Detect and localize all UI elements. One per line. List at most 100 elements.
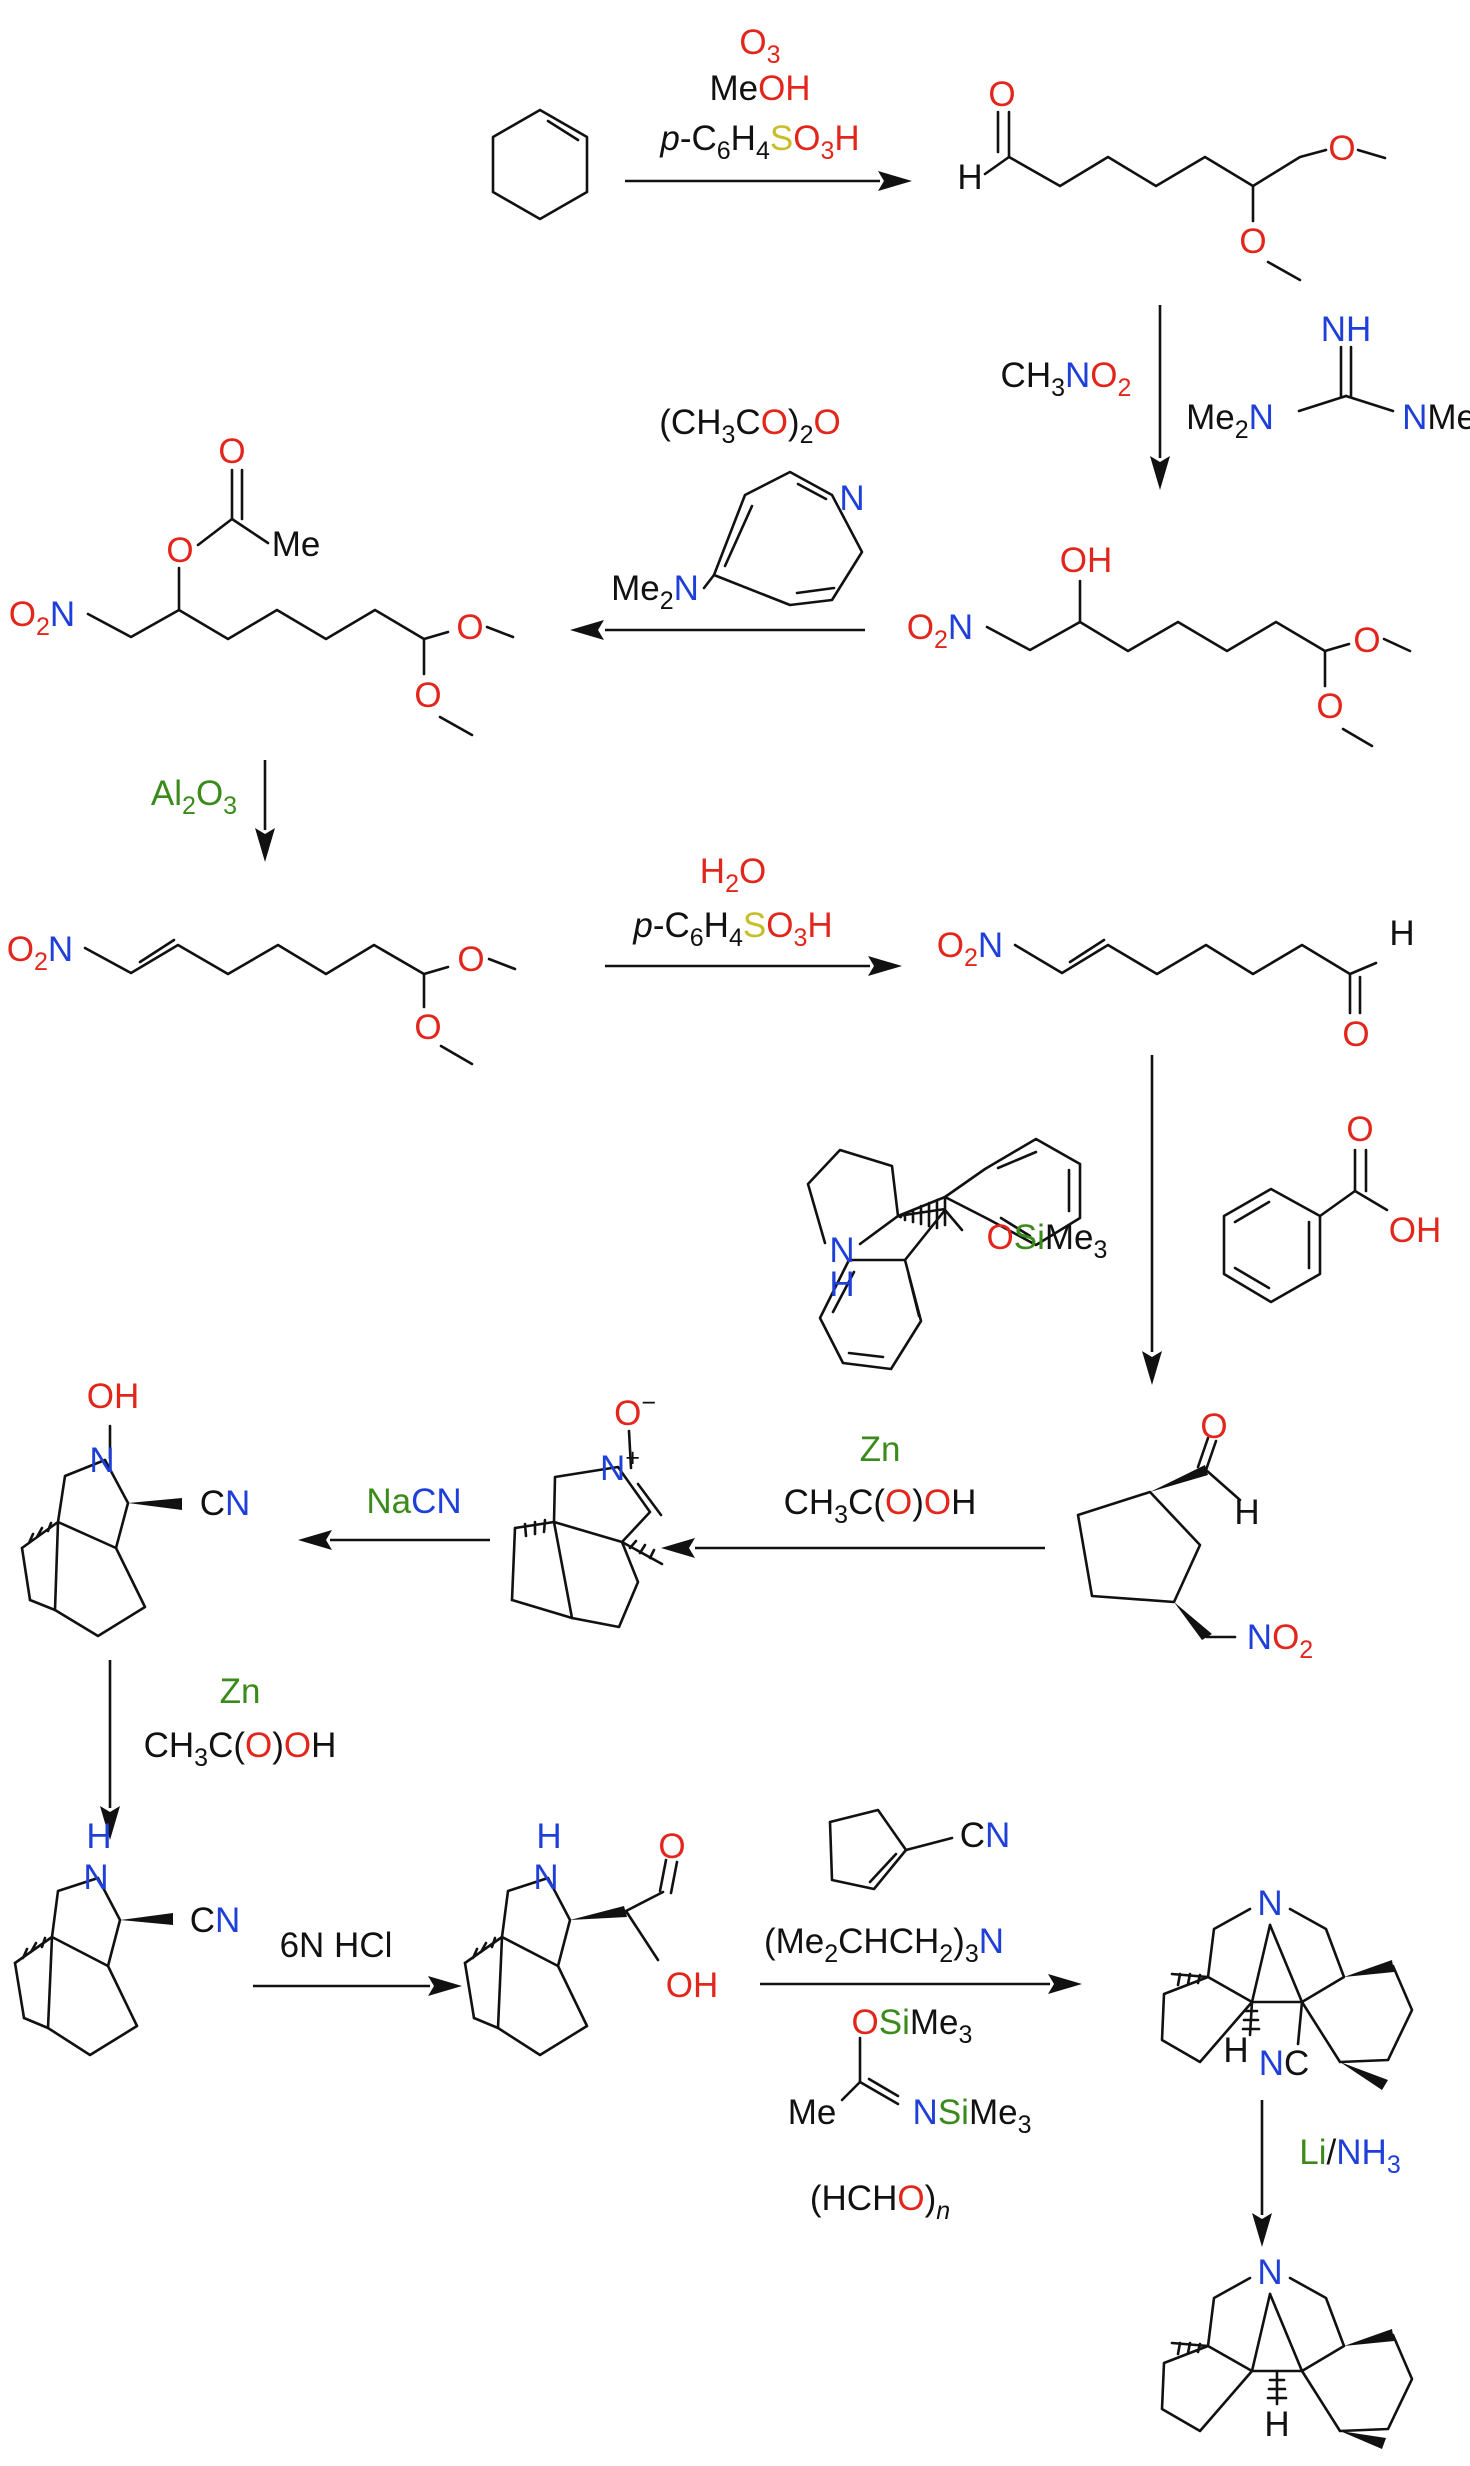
step1-reagents: O3 MeOH p-C6H4SO3H bbox=[659, 23, 859, 165]
pyrrolidine-h: H bbox=[829, 1265, 854, 1304]
hydroxyl: OH bbox=[87, 1377, 140, 1416]
pyridine-n: N bbox=[839, 479, 864, 518]
reagent-nitromethane: CH3NO2 bbox=[1001, 356, 1132, 402]
bridgehead-h: H bbox=[1223, 2031, 1248, 2070]
aldehyde-h: H bbox=[957, 158, 982, 197]
arrow-step7 bbox=[661, 1538, 1045, 1558]
nitro-aldehyde-cyclopentane: O H NO2 bbox=[1076, 1407, 1313, 1664]
ring-n: N bbox=[533, 1858, 558, 1897]
arrow-step3 bbox=[570, 620, 865, 640]
methoxy-o: O bbox=[457, 940, 484, 979]
guanidine-nme2: Me2N bbox=[1186, 398, 1274, 444]
reagent-zinc: Zn bbox=[220, 1672, 261, 1711]
ring-n: N bbox=[89, 1441, 114, 1480]
reagent-ozone: O3 bbox=[739, 23, 780, 69]
methoxy-o: O bbox=[1239, 222, 1266, 261]
arrow-step9 bbox=[100, 1660, 120, 1840]
step7-reagents: Zn CH3C(O)OH bbox=[784, 1430, 977, 1529]
nitro-group: NO2 bbox=[1247, 1618, 1313, 1664]
bsa-nsime3: NSiMe3 bbox=[913, 2093, 1032, 2139]
amine-h: H bbox=[86, 1817, 111, 1856]
arrow-step6 bbox=[1142, 1055, 1162, 1385]
aldehyde-o: O bbox=[1200, 1407, 1227, 1446]
arrow-step12 bbox=[1252, 2100, 1272, 2247]
hydroxyl: OH bbox=[1060, 541, 1113, 580]
silyl-ether: OSiMe3 bbox=[987, 1218, 1108, 1264]
arrow-step8 bbox=[298, 1530, 490, 1550]
nitrile: CN bbox=[200, 1484, 251, 1523]
reagent-lithium-ammonia: Li/NH3 bbox=[1299, 2133, 1400, 2179]
step9-reagents: Zn CH3C(O)OH bbox=[144, 1672, 337, 1772]
nitroalkene-aldehyde: O2N H O bbox=[937, 914, 1415, 1054]
nitroacetate: O2N O O Me O O bbox=[9, 432, 515, 737]
nitrile: CN bbox=[190, 1901, 241, 1940]
reagent-bsa: OSiMe3 Me NSiMe3 bbox=[788, 2003, 1032, 2139]
aldehyde-o: O bbox=[988, 75, 1015, 114]
methoxy-o: O bbox=[414, 676, 441, 715]
reagent-paraformaldehyde: (HCHO)n bbox=[810, 2179, 950, 2225]
ester-o: O bbox=[166, 531, 193, 570]
reagent-dmap: N Me2N bbox=[611, 470, 865, 615]
reagent-tsoh: p-C6H4SO3H bbox=[632, 906, 832, 952]
cyclohexene bbox=[491, 108, 589, 221]
bsa-osime3: OSiMe3 bbox=[852, 2003, 973, 2049]
bicyclic-nitrone: O− N+ bbox=[510, 1389, 664, 1629]
acid-oh: OH bbox=[666, 1966, 719, 2005]
reagent-cyanocyclopentene: CN bbox=[828, 1808, 1010, 1891]
reagent-methanol: MeOH bbox=[709, 69, 810, 108]
acid-o: O bbox=[658, 1827, 685, 1866]
bsa-methyl: Me bbox=[788, 2093, 837, 2132]
methoxy-o: O bbox=[1353, 621, 1380, 660]
reagent-triisobutylamine: (Me2CHCH2)3N bbox=[764, 1922, 1004, 1968]
acetyl-methyl: Me bbox=[272, 525, 321, 564]
reagent-jorgensen-catalyst: N H OSiMe3 bbox=[806, 1137, 1108, 1371]
tetracyclic-isonitrile: N H NC bbox=[1160, 1884, 1414, 2090]
arrow-step10 bbox=[253, 1976, 462, 1996]
reagent-alumina: Al2O3 bbox=[151, 774, 237, 820]
aldehyde-h: H bbox=[1389, 914, 1414, 953]
arrow-step2 bbox=[1150, 305, 1170, 490]
reagent-water: H2O bbox=[700, 852, 766, 898]
reagent-hcl: 6N HCl bbox=[280, 1926, 393, 1965]
reagent-acetic-acid: CH3C(O)OH bbox=[784, 1483, 977, 1529]
arrow-step5 bbox=[605, 956, 902, 976]
nitroalcohol: O2N OH O O bbox=[907, 541, 1412, 748]
methoxy-o: O bbox=[1316, 687, 1343, 726]
amine-h: H bbox=[536, 1817, 561, 1856]
nitro-group: O2N bbox=[7, 930, 73, 976]
amino-acid: H N O OH bbox=[463, 1817, 719, 2057]
dmap-nme2: Me2N bbox=[611, 569, 699, 615]
pyrrolizidine-n: N bbox=[1257, 2253, 1282, 2292]
methoxy-o: O bbox=[456, 608, 483, 647]
aldehyde-o: O bbox=[1342, 1015, 1369, 1054]
methoxy-o: O bbox=[1328, 129, 1355, 168]
methoxy-o: O bbox=[414, 1008, 441, 1047]
nitro-group: O2N bbox=[907, 608, 973, 654]
reagent-acetic-acid: CH3C(O)OH bbox=[144, 1726, 337, 1772]
reagent-tsoh: p-C6H4SO3H bbox=[659, 119, 859, 165]
keto-acetal: O H O O bbox=[957, 75, 1387, 282]
guanidine-nh: NH bbox=[1321, 310, 1372, 349]
n-hydroxy-aminonitrile: OH N CN bbox=[20, 1377, 251, 1638]
aldehyde-h: H bbox=[1234, 1493, 1259, 1532]
reagent-benzoic-acid: O OH bbox=[1222, 1110, 1442, 1304]
nitro-group: O2N bbox=[937, 926, 1003, 972]
nitrone-n: N+ bbox=[600, 1444, 640, 1488]
nitroalkene-acetal: O2N O O bbox=[7, 930, 517, 1066]
step5-reagents: H2O p-C6H4SO3H bbox=[632, 852, 832, 952]
acid-oh: OH bbox=[1389, 1211, 1442, 1250]
pyrrolidine-n: N bbox=[829, 1231, 854, 1270]
nitro-group: O2N bbox=[9, 595, 75, 641]
nitrone-o: O− bbox=[614, 1389, 656, 1433]
acid-o: O bbox=[1346, 1110, 1373, 1149]
arrow-step1 bbox=[625, 171, 912, 191]
isonitrile: NC bbox=[1259, 2044, 1310, 2083]
bridgehead-h: H bbox=[1264, 2405, 1289, 2444]
reagent-zinc: Zn bbox=[860, 1430, 901, 1469]
pyrrolizidine-n: N bbox=[1257, 1884, 1282, 1923]
arrow-step11 bbox=[760, 1974, 1082, 1994]
ring-n: N bbox=[83, 1858, 108, 1897]
